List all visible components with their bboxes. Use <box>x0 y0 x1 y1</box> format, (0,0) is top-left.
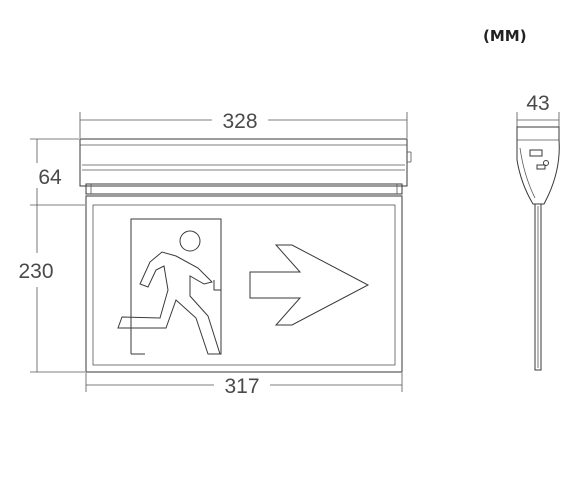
dimension-housing-height: 64 <box>30 138 85 206</box>
exit-door-icon <box>130 218 222 355</box>
side-housing <box>516 126 560 205</box>
dimension-top-width: 328 <box>79 110 408 138</box>
side-panel-edge <box>534 203 542 371</box>
side-indicator-light <box>529 149 543 157</box>
top-housing <box>79 138 412 195</box>
unit-label: (MM) <box>483 27 527 45</box>
arrow-right-icon <box>249 244 370 326</box>
dim-panel-width-label: 317 <box>224 375 259 398</box>
dim-housing-height-label: 64 <box>38 166 62 189</box>
dim-total-height-label: 230 <box>18 260 53 283</box>
front-view <box>79 138 412 373</box>
running-man-icon <box>117 230 221 355</box>
dimension-panel-width: 317 <box>85 373 403 398</box>
side-screw <box>543 160 549 166</box>
dim-side-depth-label: 43 <box>526 92 549 115</box>
dim-top-width-label: 328 <box>222 110 257 133</box>
side-view: 43 <box>516 92 560 371</box>
sign-panel <box>85 195 403 373</box>
dimension-total-height: 230 <box>18 205 85 373</box>
